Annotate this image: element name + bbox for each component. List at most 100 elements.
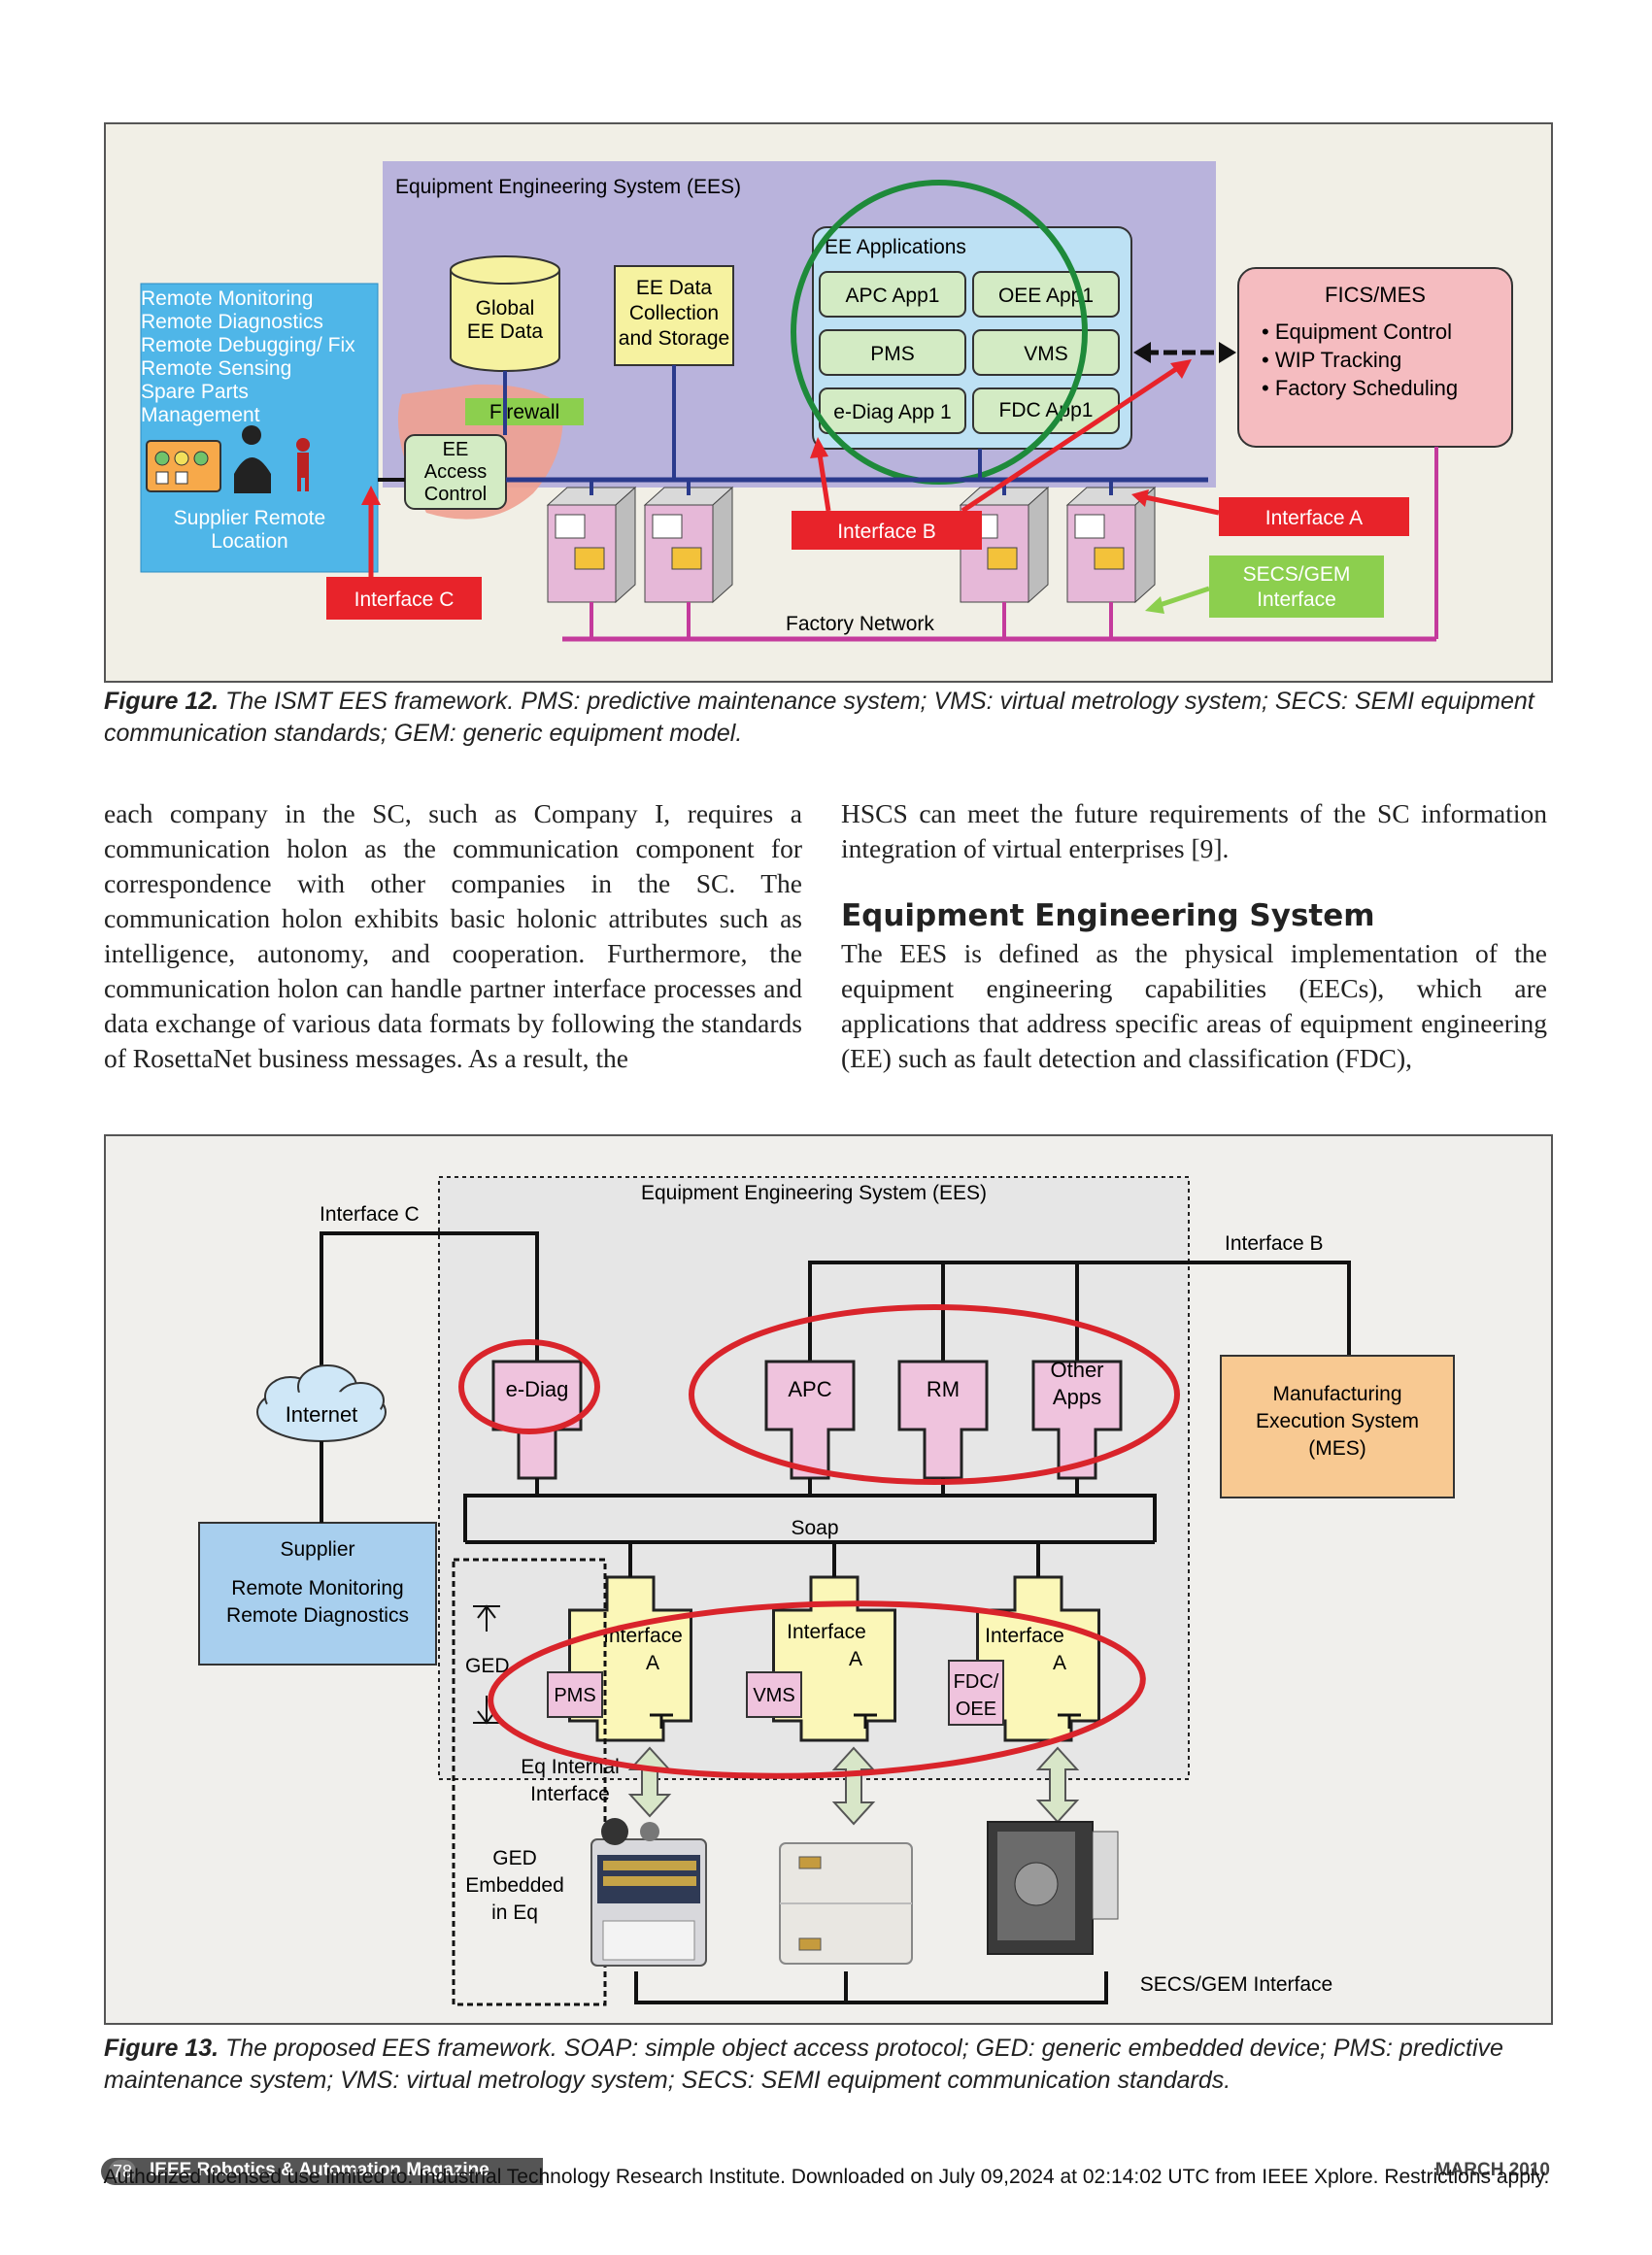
figure-13: Equipment Engineering System (EES) Inter… <box>104 1134 1553 2025</box>
ees-title: Equipment Engineering System (EES) <box>641 1182 987 1204</box>
equipment-image-3 <box>987 1821 1119 1955</box>
eq-internal-label: Interface <box>530 1783 610 1805</box>
ged-dashed-region <box>452 1558 607 2006</box>
secs-gem-bus <box>634 1971 1108 2004</box>
left-column-paragraph: each company in the SC, such as Company … <box>104 798 802 1073</box>
fics-mes-box <box>1237 267 1513 448</box>
interface-b-label: Interface B <box>837 521 936 543</box>
interface-a-label: Interface <box>787 1621 866 1643</box>
ged-embedded-label: in Eq <box>491 1902 538 1924</box>
license-notice: Authorized licensed use limited to: Indu… <box>103 2166 1550 2188</box>
soap-label: Soap <box>791 1517 838 1539</box>
equipment-tool <box>1065 480 1157 639</box>
apps-highlight <box>689 1304 1180 1485</box>
secs-gem-label: SECS/GEM <box>1243 563 1351 586</box>
right-column-paragraph-1: HSCS can meet the future requirements of… <box>841 798 1547 863</box>
remote-line: Remote Debugging/ Fix <box>141 334 355 356</box>
figure-12-diagram: Equipment Engineering System (EES) Remot… <box>140 161 1513 642</box>
interface-a-label: Interface <box>603 1625 683 1647</box>
double-arrow <box>831 1746 876 1826</box>
interface-b-label: Interface B <box>1225 1232 1324 1255</box>
mes-label: (MES) <box>1308 1437 1366 1460</box>
footer-journal-bar <box>101 2158 543 2185</box>
interface-a-label: A <box>646 1652 659 1674</box>
interface-c-label: Interface C <box>320 1203 420 1226</box>
figure-13-diagram: Equipment Engineering System (EES) Inter… <box>198 1176 1455 2006</box>
figure-13-caption: Figure 13. The proposed EES framework. S… <box>104 2033 1551 2097</box>
ged-embedded-label: Embedded <box>465 1874 564 1897</box>
fics-item: • Equipment Control <box>1262 320 1452 344</box>
interface-c-box <box>326 577 482 620</box>
ee-data-collection-box <box>614 265 734 366</box>
access-control-label: Access <box>424 461 487 483</box>
vms-label: VMS <box>753 1685 794 1706</box>
interface-highlight <box>488 1600 1146 1779</box>
internet-cloud: Internet <box>256 1364 387 1442</box>
arrowhead <box>1133 342 1151 363</box>
global-ee-data-database: Global EE Data <box>450 255 560 372</box>
factory-network-label: Factory Network <box>786 613 934 635</box>
journal-name: IEEE Robotics & Automation Magazine <box>150 2160 489 2180</box>
interface-a-label: Interface <box>985 1625 1064 1647</box>
remote-line: Spare Parts <box>141 381 249 403</box>
other-apps-label: Other <box>1050 1358 1103 1382</box>
mes-label: Execution System <box>1256 1410 1419 1432</box>
ged-embedded-label: GED <box>492 1847 537 1869</box>
ee-data-collection-label: and Storage <box>619 327 729 350</box>
access-control-box <box>404 434 507 510</box>
app-box <box>819 271 966 318</box>
caption-text: The proposed EES framework. SOAP: simple… <box>104 2035 1503 2094</box>
remote-line: Remote Monitoring <box>141 287 313 310</box>
global-ee-data-label: Global <box>476 297 535 320</box>
interface-b-box <box>792 511 982 550</box>
app-label: APC App1 <box>846 285 940 307</box>
interface-a-box <box>1219 497 1409 536</box>
remote-services-box <box>140 283 379 573</box>
ees-app-blocks <box>491 1360 1123 1480</box>
fdc-oee-label: OEE <box>956 1699 996 1720</box>
ee-data-collection-label: EE Data <box>636 277 713 299</box>
fics-mes-title: FICS/MES <box>1325 283 1426 307</box>
rm-label: RM <box>927 1377 960 1401</box>
supplier-label: Supplier <box>280 1538 354 1561</box>
interface-a-label: Interface A <box>1265 507 1363 529</box>
remote-line: Remote Sensing <box>141 357 291 380</box>
remote-operator-illustration <box>146 425 310 493</box>
supplier-location-line: Supplier Remote <box>174 507 325 529</box>
access-control-label: EE <box>443 439 469 460</box>
caption-text: The ISMT EES framework. PMS: predictive … <box>104 688 1534 747</box>
figure-12-caption: Figure 12. The ISMT EES framework. PMS: … <box>104 686 1551 750</box>
pms-box <box>547 1671 603 1718</box>
firewall-label-box <box>465 398 584 425</box>
equipment-image-2 <box>779 1842 913 1965</box>
caption-label: Figure 12. <box>104 688 219 715</box>
app-block <box>1031 1360 1123 1480</box>
remote-line: Management <box>141 404 260 426</box>
app-label: OEE App1 <box>998 285 1094 307</box>
vms-box <box>746 1671 802 1718</box>
page-footer: 78 IEEE Robotics & Automation Magazine M… <box>93 2156 1560 2191</box>
ee-data-collection-label: Collection <box>629 302 719 324</box>
fics-item: • Factory Scheduling <box>1262 376 1458 400</box>
app-label: e-Diag App 1 <box>833 401 951 423</box>
secs-gem-box <box>1209 555 1384 618</box>
wire-interface-b <box>808 1261 1351 1369</box>
right-column-paragraph-2: The EES is defined as the physical imple… <box>841 938 1547 1073</box>
firewall-label: Firewall <box>489 401 559 423</box>
supplier-label: Remote Diagnostics <box>226 1604 409 1627</box>
pms-label: PMS <box>554 1685 595 1706</box>
apc-label: APC <box>788 1377 831 1401</box>
global-ee-data-label: EE Data <box>467 320 544 343</box>
app-box <box>819 329 966 376</box>
section-heading: Equipment Engineering System <box>841 898 1375 933</box>
e-diag-label: e-Diag <box>506 1377 569 1401</box>
equipment-image-1 <box>590 1818 707 1967</box>
equipment-tool <box>546 480 637 639</box>
fdc-oee-box <box>948 1660 1004 1726</box>
page-number: 78 <box>109 2160 136 2183</box>
interface-c-label: Interface C <box>354 589 455 611</box>
mes-box <box>1220 1355 1455 1498</box>
supplier-label: Remote Monitoring <box>231 1577 403 1599</box>
app-label: FDC App1 <box>999 399 1094 421</box>
app-label: PMS <box>870 343 915 365</box>
